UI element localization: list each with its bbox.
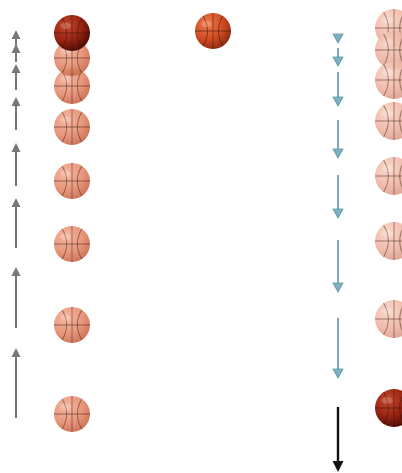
ball-position <box>54 396 90 432</box>
down-arrow <box>332 48 344 67</box>
down-arrow <box>332 240 344 293</box>
ball-position <box>375 300 402 338</box>
rising-ball-column <box>54 15 90 432</box>
ball-position <box>54 109 90 145</box>
single-ball-column <box>195 13 231 49</box>
down-arrow <box>332 33 344 44</box>
ball-position <box>54 163 90 199</box>
upward-velocity-arrows <box>11 30 21 418</box>
up-arrow <box>11 64 21 90</box>
up-arrow <box>11 44 21 62</box>
ball-position <box>54 226 90 262</box>
downward-velocity-arrows <box>332 33 344 379</box>
ball-position <box>375 157 402 195</box>
ball-position <box>375 31 402 69</box>
down-arrow <box>332 318 344 379</box>
up-arrow <box>11 97 21 130</box>
falling-ball-column <box>375 9 402 427</box>
ball-bottom-highlighted <box>375 389 402 427</box>
final-downward-arrow <box>332 407 344 472</box>
up-arrow <box>11 30 21 46</box>
up-arrow <box>11 143 21 186</box>
ball-top-highlighted <box>54 15 90 51</box>
down-arrow <box>332 175 344 219</box>
up-arrow <box>11 198 21 248</box>
down-arrow <box>332 120 344 159</box>
ball-position <box>54 307 90 343</box>
up-arrow <box>11 267 21 328</box>
ball-position <box>375 102 402 140</box>
ball-single <box>195 13 231 49</box>
down-arrow <box>332 72 344 107</box>
up-arrow <box>11 348 21 418</box>
final-arrow-head <box>332 407 344 472</box>
ball-position <box>375 222 402 260</box>
ball-position <box>375 61 402 99</box>
